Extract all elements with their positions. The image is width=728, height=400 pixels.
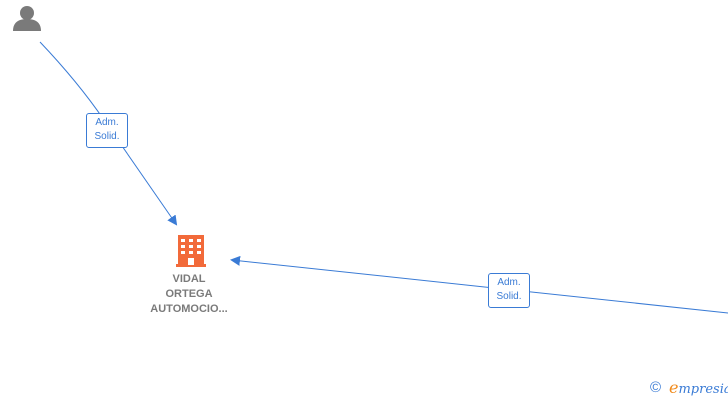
copyright-symbol: © [650,379,662,396]
edge-label-adm-solid: Adm. Solid. [86,113,128,148]
edge-label-adm-solid: Adm. Solid. [488,273,530,308]
edge-offscreen-to-company [230,255,728,314]
person-icon[interactable] [13,6,41,31]
building-icon[interactable] [176,235,206,267]
brand-logo[interactable]: empresia [669,379,728,399]
brand-logo-text: mpresia [678,382,728,397]
company-name-link[interactable]: VIDAL ORTEGA AUTOMOCIO... [130,272,248,317]
company-name-line: ORTEGA [165,288,213,300]
company-name-line: AUTOMOCIO... [150,303,228,315]
company-name-line: VIDAL [172,273,206,285]
brand-logo-initial: e [669,378,679,397]
edge-label-line: Solid. [94,131,120,142]
edge-label-line: Adm. [497,277,521,288]
edge-label-line: Adm. [95,117,119,128]
edge-label-line: Solid. [496,291,522,302]
